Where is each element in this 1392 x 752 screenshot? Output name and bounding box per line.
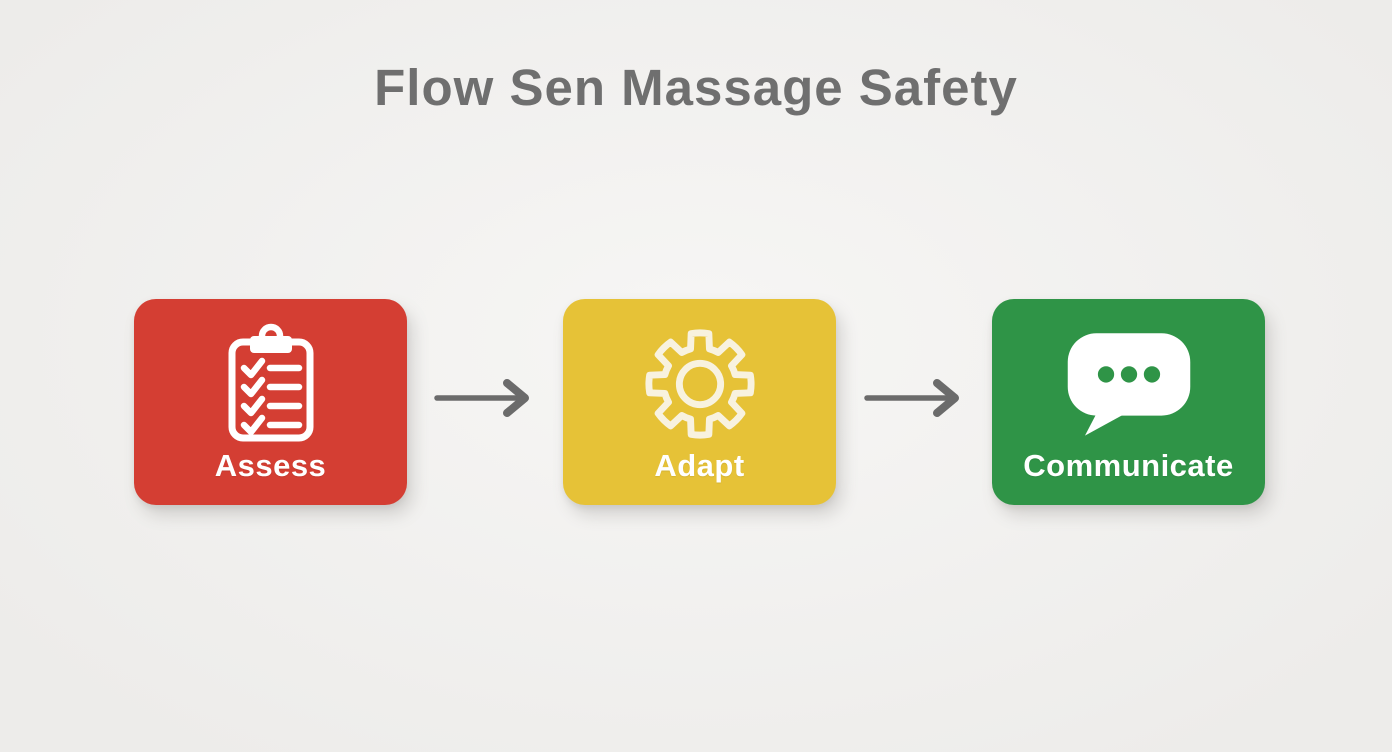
step-label-communicate: Communicate [1023, 447, 1234, 483]
arrow-right-icon [433, 375, 539, 421]
step-box-communicate: Communicate [992, 299, 1265, 505]
step-box-assess: Assess [134, 299, 407, 505]
step-label-adapt: Adapt [654, 447, 745, 483]
step-box-adapt: Adapt [563, 299, 836, 505]
arrow-right-icon [863, 375, 969, 421]
diagram-title: Flow Sen Massage Safety [374, 59, 1018, 116]
step-label-assess: Assess [214, 447, 327, 483]
clipboard-checklist-icon [144, 319, 397, 449]
gear-icon [573, 319, 826, 449]
speech-bubble-icon [1002, 319, 1255, 449]
